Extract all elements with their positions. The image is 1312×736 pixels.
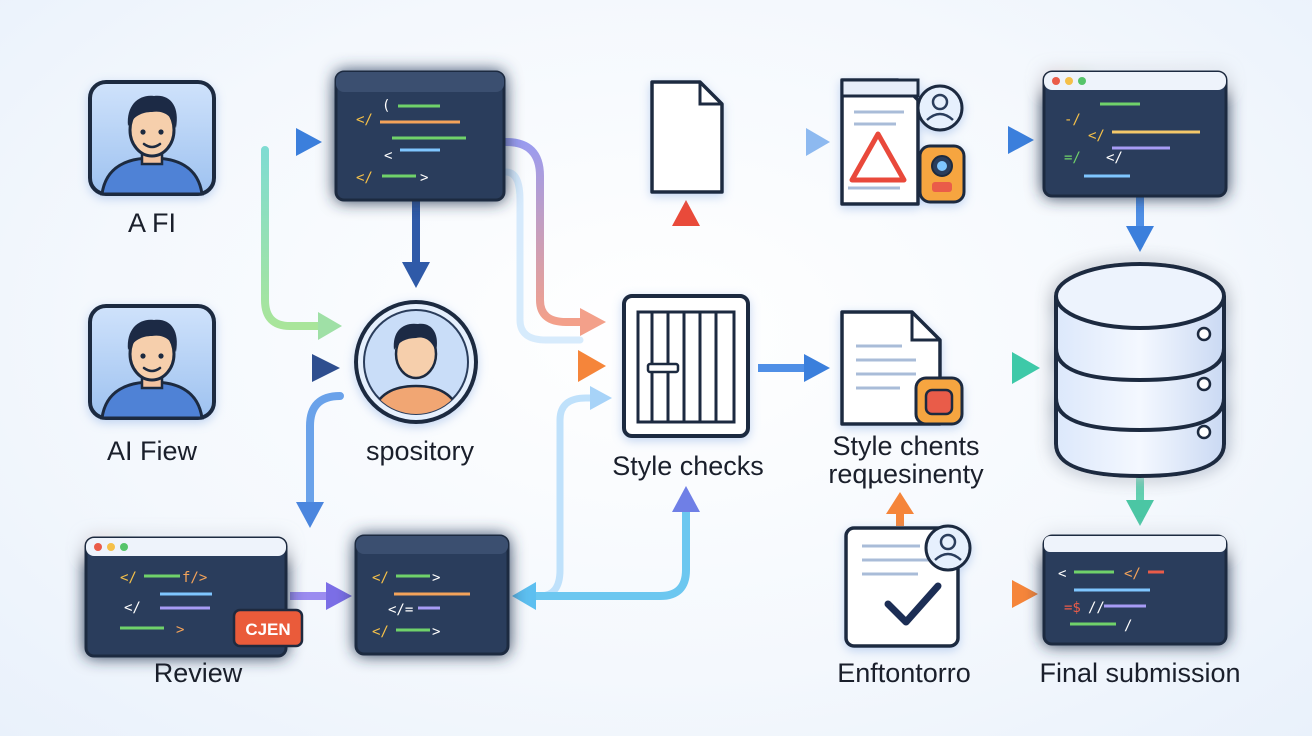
- arrow-persontop-to-repository: [261, 146, 342, 340]
- code-window-icon[interactable]: -/ </ =/ </: [1042, 70, 1228, 198]
- label-enftontorro: Enftontorro: [837, 658, 971, 688]
- arrow-enftontorro-to-requirements: [886, 492, 914, 526]
- arrow-code-right-to-database: [1126, 196, 1154, 252]
- document-icon[interactable]: [650, 80, 724, 194]
- arrow-warning-to-code-right: [966, 126, 1034, 154]
- arrow-persontop-to-code: [228, 128, 322, 156]
- svg-text:</: </: [372, 624, 389, 640]
- person-avatar-icon: [88, 80, 216, 196]
- arrow-database-to-final: [1126, 478, 1154, 526]
- svg-text:<: <: [384, 148, 392, 164]
- svg-text:/: /: [1124, 618, 1132, 634]
- svg-text:</: </: [1106, 150, 1123, 166]
- arrow-repository-to-review: [296, 392, 344, 528]
- svg-text:=/: =/: [1064, 150, 1081, 166]
- svg-text:</=: </=: [388, 602, 413, 618]
- svg-text:=$: =$: [1064, 600, 1081, 616]
- svg-text:</: </: [1124, 566, 1141, 582]
- svg-text://: //: [1088, 600, 1105, 616]
- code-window-icon[interactable]: </ > </= </ >: [354, 534, 510, 656]
- svg-text:>: >: [176, 622, 184, 638]
- svg-text:</: </: [120, 570, 137, 586]
- svg-text:</: </: [1088, 128, 1105, 144]
- checkmark-document-icon[interactable]: [844, 524, 972, 648]
- arrow-stylechecks-to-requirements: [758, 354, 830, 382]
- arrow-to-warning-document: [776, 128, 830, 156]
- arrow-stylechecks-to-document: [672, 200, 700, 282]
- repository-avatar-icon[interactable]: [354, 300, 478, 424]
- label-person-top: A FI: [127, 208, 177, 238]
- label-final-submission: Final submission: [1039, 658, 1241, 688]
- svg-text:</: </: [356, 170, 373, 186]
- label-style-checks: Style checks: [612, 451, 764, 481]
- warning-triangle-icon: [849, 131, 907, 183]
- svg-text:>: >: [432, 624, 440, 640]
- requirements-document-icon[interactable]: [840, 310, 964, 426]
- label-style-chents-line2: reqµesinenty: [828, 459, 984, 489]
- svg-text:(: (: [382, 98, 390, 114]
- svg-text:<: <: [1058, 566, 1066, 582]
- svg-text:</: </: [124, 600, 141, 616]
- svg-text:>: >: [432, 570, 440, 586]
- code-window-icon[interactable]: < </ =$ // /: [1042, 534, 1228, 646]
- label-style-chents: Style chents reqµesinenty: [828, 432, 983, 488]
- svg-text:</: </: [372, 570, 389, 586]
- label-style-chents-line1: Style chents: [832, 431, 980, 461]
- code-window-icon[interactable]: </ ( < </ >: [334, 70, 506, 202]
- arrow-requirements-to-database: [956, 352, 1040, 384]
- arrow-repository-to-stylechecks: [494, 350, 606, 382]
- database-icon[interactable]: [1054, 262, 1226, 479]
- review-badge-text: CJEN: [245, 620, 290, 639]
- gate-icon[interactable]: [622, 294, 750, 438]
- person-avatar-icon: [90, 306, 214, 418]
- svg-text:>: >: [420, 170, 428, 186]
- svg-text:</: </: [356, 112, 373, 128]
- label-review: Review: [153, 658, 243, 688]
- svg-text:-/: -/: [1064, 112, 1081, 128]
- arrow-review-to-code-bottom: [290, 582, 352, 610]
- arrow-code-to-stylechecks-pink: [502, 138, 606, 336]
- arrow-enftontorro-to-final: [972, 580, 1038, 608]
- svg-text:f/>: f/>: [182, 570, 207, 586]
- arrow-personmid-to-repository: [228, 354, 340, 382]
- arrow-stylechecks-to-code-bottom: [512, 386, 700, 610]
- arrow-code-to-stylechecks-sky: [502, 168, 584, 344]
- label-repository: spository: [365, 436, 475, 466]
- warning-document-icon[interactable]: [840, 78, 966, 206]
- review-badge: CJEN: [232, 608, 304, 648]
- label-person-mid: AI Fiew: [106, 436, 198, 466]
- arrow-code-to-repository: [402, 200, 430, 288]
